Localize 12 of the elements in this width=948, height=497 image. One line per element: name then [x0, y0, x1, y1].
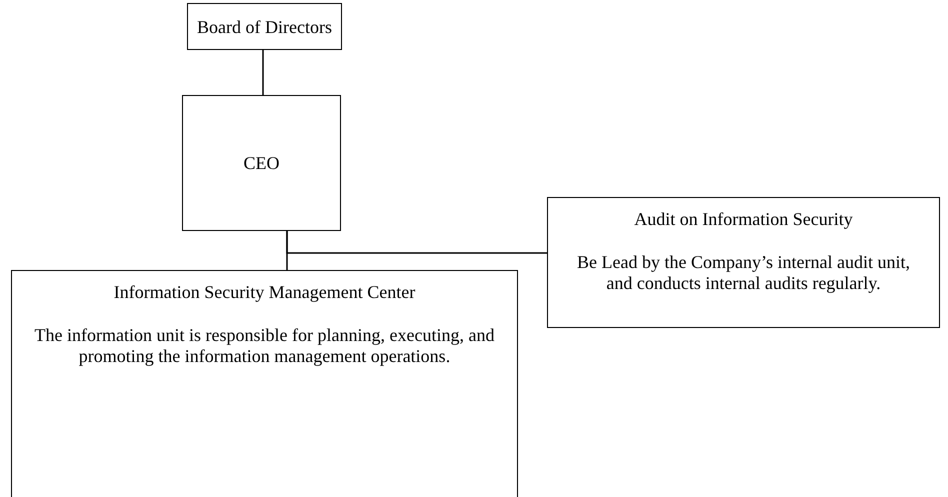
box-description: Be Lead by the Company’s internal audit unit, and conducts internal audits regularly. — [576, 252, 911, 294]
box-description: The information unit is responsible for planning, executing, and promoting the information management operations. — [34, 325, 496, 367]
unit-box — [547, 197, 940, 328]
org-box — [182, 95, 341, 231]
box-heading: Audit on Information Security — [634, 208, 853, 230]
connector-line — [286, 231, 547, 254]
box-heading: CEO — [244, 152, 280, 174]
org-box — [187, 3, 342, 50]
box-heading: Information Security Management Center — [114, 281, 416, 303]
unit-box — [11, 270, 518, 497]
connector-line — [262, 50, 264, 95]
box-heading: Board of Directors — [197, 16, 332, 38]
